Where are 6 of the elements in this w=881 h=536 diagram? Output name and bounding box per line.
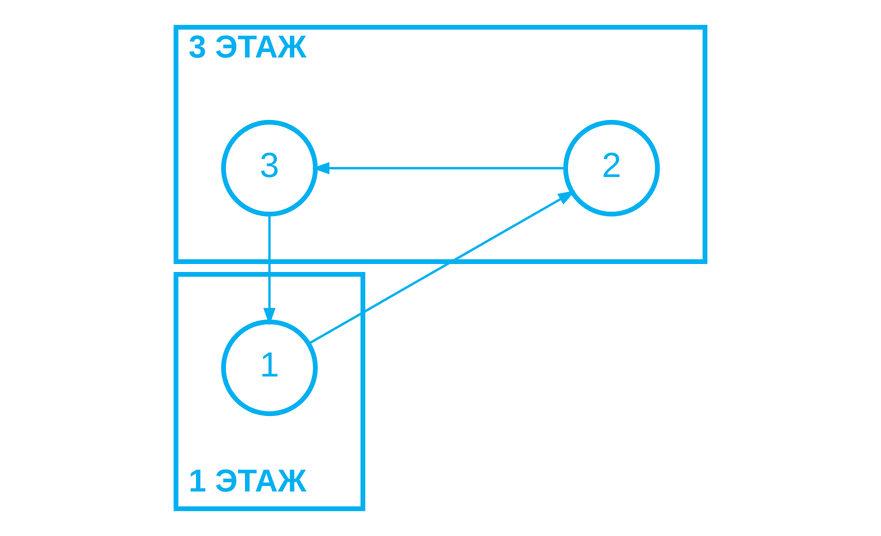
arrow <box>263 214 276 326</box>
arrow <box>308 190 576 345</box>
arrow <box>312 162 566 174</box>
node-circle: 2 <box>563 120 660 217</box>
node-circle: 1 <box>221 319 318 416</box>
node-circle: 3 <box>221 120 318 217</box>
